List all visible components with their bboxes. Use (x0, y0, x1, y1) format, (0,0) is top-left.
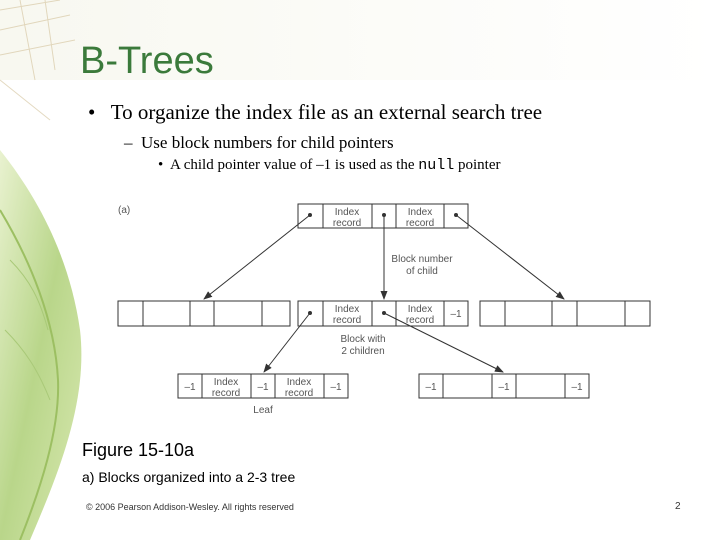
page-number: 2 (675, 501, 681, 512)
root-record-1-line2: record (333, 218, 361, 229)
arrow-root-to-left (204, 215, 310, 299)
arrow-root-to-right (456, 215, 564, 299)
panel-label: (a) (118, 205, 130, 216)
leaf-right-null-2: –1 (498, 382, 510, 393)
root-record-1-line1: Index (335, 207, 359, 218)
leaf-left-null-1: –1 (184, 382, 196, 393)
annot-block-children-line2: 2 children (341, 346, 384, 357)
leaf-left-null-2: –1 (257, 382, 269, 393)
annot-block-children-line1: Block with (340, 334, 385, 345)
mid-record-1-line2: record (333, 315, 361, 326)
leaf-left-record-2-line1: Index (287, 377, 311, 388)
mid-record-2-line2: record (406, 315, 434, 326)
mid-record-2-line1: Index (408, 304, 432, 315)
leaf-right-null-1: –1 (425, 382, 437, 393)
root-record-2-line1: Index (408, 207, 432, 218)
level2-left-block (118, 301, 290, 326)
annot-leaf: Leaf (253, 405, 273, 416)
leaf-left-record-2-line2: record (285, 388, 313, 399)
annot-block-number-line1: Block number (391, 254, 453, 265)
level2-right-block (480, 301, 650, 326)
leaf-left-record-1-line1: Index (214, 377, 238, 388)
leaf-right-null-3: –1 (571, 382, 583, 393)
figure-caption: a) Blocks organized into a 2-3 tree (82, 469, 295, 485)
leaf-left-null-3: –1 (330, 382, 342, 393)
mid-record-1-line1: Index (335, 304, 359, 315)
root-record-2-line2: record (406, 218, 434, 229)
leaf-left-record-1-line2: record (212, 388, 240, 399)
annot-block-number-line2: of child (406, 266, 438, 277)
mid-null-pointer: –1 (450, 309, 462, 320)
footer-copyright: © 2006 Pearson Addison-Wesley. All right… (86, 502, 294, 512)
figure-title: Figure 15-10a (82, 440, 194, 461)
